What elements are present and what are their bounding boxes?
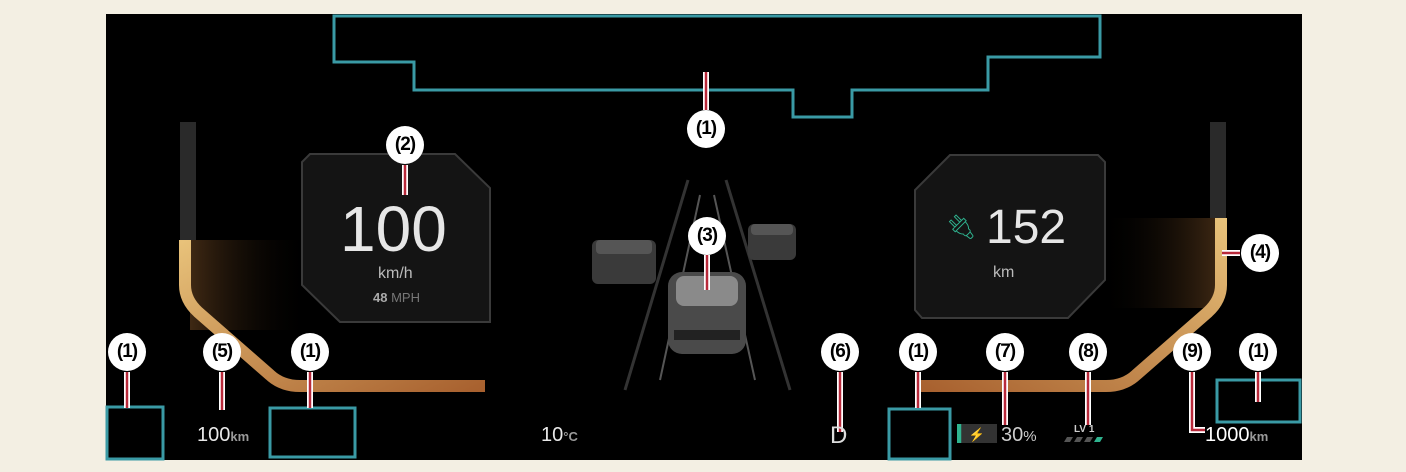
- lane-line-left: [623, 179, 690, 391]
- trip-distance: 100km: [197, 424, 249, 447]
- range-panel: [914, 154, 1106, 319]
- battery-bar-fill: [957, 424, 962, 443]
- regen-level-label: LV 1: [1074, 424, 1095, 435]
- temp-value: 10: [541, 424, 564, 446]
- callout-8: (8): [1069, 333, 1107, 371]
- trip-unit: km: [230, 429, 250, 444]
- indicator-area-outline: [105, 405, 165, 461]
- callout-5: (5): [203, 333, 241, 371]
- battery-value: 30: [1001, 424, 1024, 446]
- battery-unit: %: [1023, 428, 1037, 445]
- gear-indicator: D: [830, 422, 848, 449]
- odometer: 1000km: [1205, 424, 1268, 447]
- battery-level: 30%: [1001, 424, 1037, 447]
- callout-6: (6): [821, 333, 859, 371]
- speed-unit: km/h: [378, 265, 413, 282]
- callout-7: (7): [986, 333, 1024, 371]
- callout-1: (1): [899, 333, 937, 371]
- callout-1: (1): [1239, 333, 1277, 371]
- callout-9: (9): [1173, 333, 1211, 371]
- indicator-area-outline: [268, 406, 357, 459]
- regen-bar: [1074, 437, 1083, 442]
- mph-value: 48: [373, 290, 388, 305]
- mph-unit: MPH: [391, 290, 420, 305]
- indicator-area-outline: [887, 407, 952, 461]
- regen-bar: [1084, 437, 1093, 442]
- range-unit: km: [993, 264, 1015, 281]
- own-vehicle-icon: [668, 272, 746, 354]
- speed-panel: [301, 153, 491, 323]
- right-charge-gauge: [920, 218, 1227, 392]
- callout-1: (1): [291, 333, 329, 371]
- range-value: 152: [986, 201, 1067, 254]
- regen-bar: [1064, 437, 1073, 442]
- surrounding-vehicle-left: [592, 240, 656, 284]
- speed-value: 100: [340, 193, 447, 265]
- callout-3: (3): [688, 217, 726, 255]
- callout-4: (4): [1241, 234, 1279, 272]
- callout-1: (1): [108, 333, 146, 371]
- trip-value: 100: [197, 424, 231, 446]
- right-gauge-glow: [1100, 218, 1220, 308]
- ev-plug-icon: 🔌︎: [946, 214, 977, 241]
- callout-leaders: [125, 72, 1260, 432]
- message-area-outline: [332, 14, 1102, 119]
- surrounding-vehicle-right: [748, 224, 796, 260]
- regen-bar: [1094, 437, 1103, 442]
- callout-2: (2): [386, 126, 424, 164]
- outside-temperature: 10°C: [541, 424, 578, 447]
- temp-unit: °C: [563, 429, 578, 444]
- battery-bar-track: [957, 424, 997, 443]
- lane-line-right: [724, 179, 792, 391]
- speed-mph: 48 MPH: [373, 290, 420, 305]
- lightning-icon: ⚡: [969, 427, 985, 443]
- odometer-value: 1000: [1205, 424, 1250, 446]
- odometer-unit: km: [1249, 429, 1269, 444]
- callout-1: (1): [687, 110, 725, 148]
- regen-level-bars: [1064, 437, 1103, 442]
